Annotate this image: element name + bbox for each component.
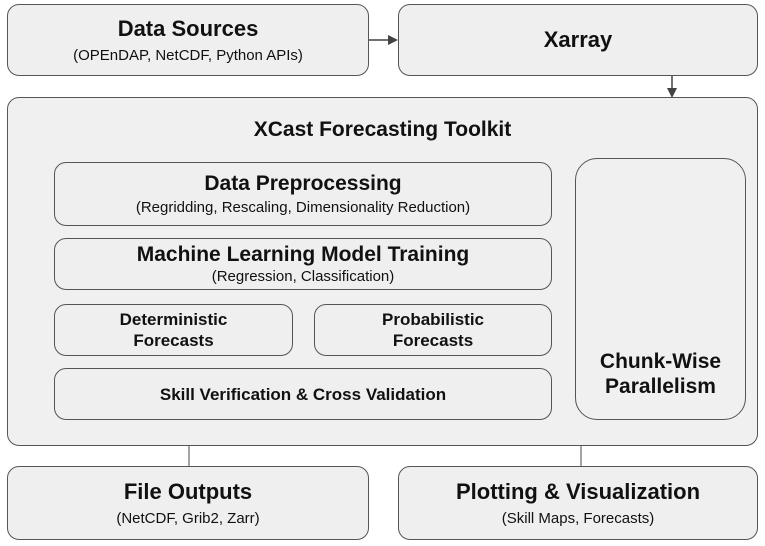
- parallelism-line2: Parallelism: [605, 375, 716, 398]
- plotting-box: Plotting & Visualization (Skill Maps, Fo…: [398, 466, 758, 540]
- skill-title: Skill Verification & Cross Validation: [159, 384, 447, 404]
- training-subtitle: (Regression, Classification): [211, 268, 395, 285]
- preprocessing-title: Data Preprocessing: [204, 172, 402, 195]
- plotting-subtitle: (Skill Maps, Forecasts): [501, 509, 655, 527]
- toolkit-title: XCast Forecasting Toolkit: [253, 118, 512, 141]
- deterministic-line1: Deterministic: [119, 310, 228, 329]
- data-sources-title: Data Sources: [117, 15, 259, 41]
- parallelism-line1: Chunk-Wise: [599, 350, 722, 373]
- plotting-title: Plotting & Visualization: [455, 478, 701, 504]
- deterministic-box: Deterministic Forecasts: [54, 304, 293, 356]
- skill-box: Skill Verification & Cross Validation: [54, 368, 552, 420]
- training-title: Machine Learning Model Training: [136, 243, 470, 266]
- parallelism-box: Chunk-Wise Parallelism: [575, 158, 746, 420]
- file-outputs-title: File Outputs: [123, 478, 253, 504]
- probabilistic-box: Probabilistic Forecasts: [314, 304, 552, 356]
- xarray-title: Xarray: [543, 27, 613, 52]
- preprocessing-box: Data Preprocessing (Regridding, Rescalin…: [54, 162, 552, 226]
- deterministic-line2: Forecasts: [133, 331, 214, 350]
- data-sources-subtitle: (OPEnDAP, NetCDF, Python APIs): [73, 46, 303, 64]
- file-outputs-box: File Outputs (NetCDF, Grib2, Zarr): [7, 466, 369, 540]
- probabilistic-line2: Forecasts: [392, 331, 474, 350]
- data-sources-box: Data Sources (OPEnDAP, NetCDF, Python AP…: [7, 4, 369, 76]
- xarray-box: Xarray: [398, 4, 758, 76]
- preprocessing-subtitle: (Regridding, Rescaling, Dimensionality R…: [135, 199, 471, 216]
- probabilistic-line1: Probabilistic: [381, 310, 485, 329]
- training-box: Machine Learning Model Training (Regress…: [54, 238, 552, 290]
- file-outputs-subtitle: (NetCDF, Grib2, Zarr): [116, 509, 260, 527]
